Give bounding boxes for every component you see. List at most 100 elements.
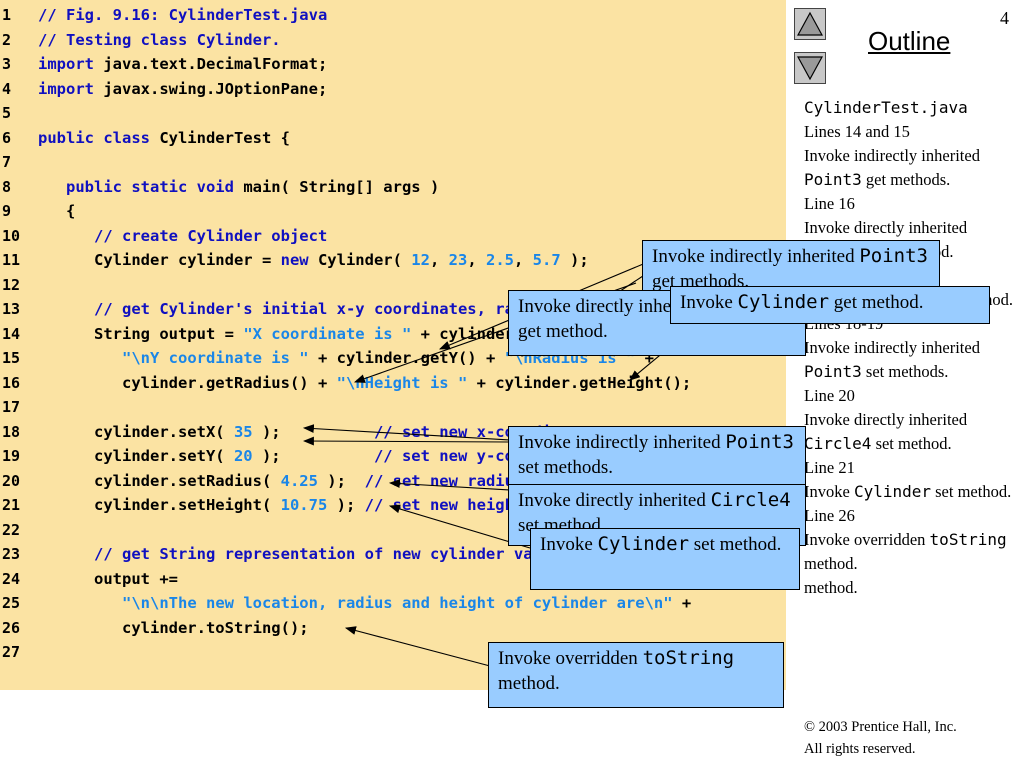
line-number: 9 — [2, 202, 12, 220]
sidebar-note: Invoke indirectly inherited Point3 get m… — [804, 144, 1018, 192]
code-token: , — [429, 251, 449, 269]
code-token — [38, 178, 66, 196]
code-token: String output = — [38, 324, 244, 343]
line-number: 7 — [2, 153, 12, 171]
line-number: 25 — [2, 594, 21, 612]
line-number: 24 — [2, 569, 21, 588]
code-text: import javax.swing.JOptionPane; — [38, 77, 327, 101]
text-run: get method. — [829, 292, 924, 313]
code-term: Cylinder — [597, 533, 690, 555]
code-token: + cylinder.getHeight(); — [467, 373, 692, 392]
code-token: ); — [252, 447, 374, 465]
code-token: import — [38, 79, 94, 98]
text-run: Line 21 — [804, 458, 855, 477]
text-run: Invoke — [540, 534, 598, 555]
text-run: get methods. — [861, 170, 951, 189]
code-text: "\n\nThe new location, radius and height… — [38, 591, 691, 615]
sidebar-note: Line 26 — [804, 504, 1018, 528]
code-token: // create Cylinder object — [94, 226, 328, 245]
outline-link[interactable]: Outline — [868, 26, 951, 56]
text-run: Line 26 — [804, 506, 855, 525]
code-token — [38, 349, 122, 367]
code-token: 12 — [411, 251, 430, 269]
text-run: Invoke directly inherited — [518, 296, 711, 317]
page-number: 4 — [1000, 8, 1009, 28]
code-token: // get String representation of new cyli… — [94, 545, 561, 563]
line-number: 10 — [2, 226, 21, 245]
previous-slide-button[interactable] — [794, 8, 826, 40]
line-number: 3 — [2, 55, 12, 73]
sidebar-note: Line 20 — [804, 384, 1018, 408]
next-slide-button[interactable] — [794, 52, 826, 84]
code-token: cylinder.setY( — [38, 447, 234, 465]
code-text: public class CylinderTest { — [38, 126, 290, 150]
code-token: Cylinder cylinder = — [38, 251, 281, 269]
code-token: ); — [252, 422, 374, 441]
code-token: 4.25 — [280, 471, 318, 490]
code-term: Point3 — [804, 170, 862, 189]
text-run: Invoke directly inherited — [804, 410, 968, 429]
line-number: 4 — [2, 79, 12, 98]
code-token: ); — [327, 496, 365, 514]
text-run: Invoke indirectly inherited — [518, 432, 726, 453]
rights-text: All rights reserved. — [804, 741, 916, 757]
code-term: Circle4 — [804, 434, 872, 453]
code-token: ); — [317, 471, 365, 490]
code-token: { — [38, 202, 76, 220]
code-text: // Testing class Cylinder. — [38, 28, 281, 52]
code-token: Cylinder( — [308, 251, 412, 269]
code-term: Cylinder — [853, 482, 932, 501]
code-text: cylinder.setHeight( 10.75 ); // set new … — [38, 493, 523, 517]
code-token: 10.75 — [280, 496, 328, 514]
code-term: Cylinder — [737, 291, 830, 313]
sidebar-note: method. — [804, 576, 1018, 600]
text-run: Lines 14 and 15 — [804, 122, 910, 141]
code-token: "\nHeight is " — [336, 373, 468, 392]
line-number: 18 — [2, 422, 21, 441]
code-token: // Testing class Cylinder. — [38, 30, 281, 49]
code-term: Point3 — [725, 431, 794, 453]
text-run: method. — [498, 673, 560, 694]
code-term: Point3 — [859, 245, 928, 267]
code-token: cylinder.setX( — [38, 422, 234, 441]
line-number: 8 — [2, 177, 12, 196]
text-run: Invoke — [804, 482, 854, 501]
text-run: Invoke — [680, 292, 738, 313]
line-number: 1 — [2, 6, 12, 24]
callout-cylinder-set: Invoke Cylinder set method. — [530, 528, 800, 590]
code-token: cylinder.setHeight( — [38, 496, 281, 514]
callout-cylinder-get: Invoke Cylinder get method. — [670, 286, 990, 324]
callout-point3-get: Invoke indirectly inherited Point3 get m… — [642, 240, 940, 292]
sidebar-filename: CylinderTest.java — [804, 96, 1018, 120]
code-token: cylinder.toString(); — [38, 618, 309, 637]
text-run: set method. — [689, 534, 782, 555]
code-token: // Fig. 9.16: CylinderTest.java — [38, 6, 328, 24]
line-number: 21 — [2, 496, 21, 514]
line-number: 17 — [2, 398, 21, 416]
code-token — [38, 300, 94, 318]
code-text: cylinder.setX( 35 ); // set new x-coordi… — [38, 420, 589, 444]
code-token: "\nY coordinate is " — [122, 349, 309, 367]
text-run: Invoke indirectly inherited — [804, 146, 980, 165]
code-token: main( String[] args ) — [233, 177, 440, 196]
text-run: set method. — [931, 482, 1012, 501]
line-number: 26 — [2, 618, 21, 637]
code-text: Cylinder cylinder = new Cylinder( 12, 23… — [38, 248, 589, 272]
text-run: Invoke directly inherited — [518, 490, 711, 511]
code-text: // create Cylinder object — [38, 224, 327, 248]
code-token: cylinder.getRadius() + — [38, 373, 337, 392]
code-token: new — [280, 251, 309, 269]
code-text: cylinder.getRadius() + "\nHeight is " + … — [38, 371, 691, 395]
callout-tostring: Invoke overridden toString method. — [488, 642, 784, 708]
text-run: set methods. — [861, 362, 949, 381]
sidebar-note: Invoke directly inherited Circle4 set me… — [804, 408, 1018, 456]
code-text: cylinder.setRadius( 4.25 ); // set new r… — [38, 469, 523, 493]
line-number: 27 — [2, 643, 21, 661]
sidebar-note: Line 16 — [804, 192, 1018, 216]
text-run: method. — [804, 578, 858, 597]
up-arrow-icon — [797, 11, 823, 36]
line-number: 2 — [2, 30, 12, 49]
code-token: CylinderTest { — [149, 128, 290, 147]
code-token: output += — [38, 569, 178, 588]
